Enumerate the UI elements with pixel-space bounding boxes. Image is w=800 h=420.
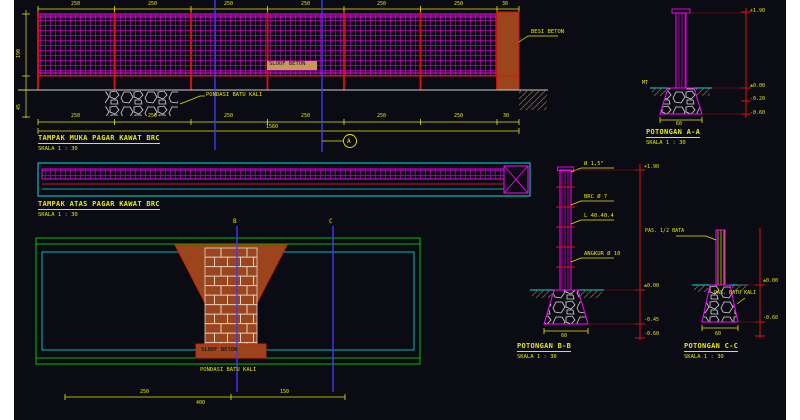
section-b-title: POTONGAN B-B bbox=[517, 342, 572, 352]
level-b-4: -0.60 bbox=[644, 331, 660, 337]
dim-c-width: 60 bbox=[715, 331, 722, 337]
dim-bay-b1: 250 bbox=[71, 113, 81, 119]
dim-bay-b6: 250 bbox=[454, 113, 464, 119]
pas-batu-kali-label: PAS. BATU KALI bbox=[714, 290, 757, 296]
dim-bay-b2: 250 bbox=[148, 113, 158, 119]
level-b-3: -0.45 bbox=[644, 317, 660, 323]
level-b-1: +1.90 bbox=[644, 164, 660, 170]
dim-bay-b5: 250 bbox=[377, 113, 387, 119]
callout-c-left: PAS. 1/2 BATA bbox=[645, 228, 685, 234]
pondasi-label: PONDASI BATU KALI bbox=[206, 92, 263, 98]
callout-b-3: L 40.40.4 bbox=[584, 213, 614, 219]
besi-beton-label: BESI BETON bbox=[531, 29, 565, 35]
front-view-linework bbox=[18, 0, 558, 152]
callout-b-1: Ø 1,5" bbox=[584, 161, 604, 167]
level-a-4: -0.60 bbox=[750, 110, 766, 116]
section-marker-a: A bbox=[347, 138, 351, 145]
dim-bay-4: 250 bbox=[301, 1, 311, 7]
level-a-3: -0.20 bbox=[750, 96, 766, 102]
section-a-title: POTONGAN A-A bbox=[646, 128, 701, 138]
top-view-linework bbox=[37, 162, 531, 197]
sloof-beton-label: SLOOF BETON bbox=[267, 61, 308, 68]
mt-label: MT bbox=[642, 80, 649, 86]
page-margin-left bbox=[0, 0, 14, 420]
dim-left-footing: 45 bbox=[16, 103, 22, 110]
dim-total: 1560 bbox=[266, 124, 279, 130]
dim-left-mesh: 190 bbox=[16, 48, 22, 58]
detail-dim-total: 400 bbox=[196, 400, 206, 406]
section-c-scale: SKALA 1 : 30 bbox=[684, 354, 724, 360]
detail-view-linework bbox=[35, 226, 421, 400]
level-c-2: -0.60 bbox=[763, 315, 779, 321]
section-c-linework bbox=[676, 228, 765, 338]
dim-bay-1: 250 bbox=[71, 1, 81, 7]
level-a-1: +1.90 bbox=[750, 8, 766, 14]
dim-bay-2: 250 bbox=[148, 1, 158, 7]
detail-dim-right: 150 bbox=[280, 389, 290, 395]
marker-b: B bbox=[233, 218, 237, 225]
marker-c: C bbox=[329, 218, 333, 225]
section-b-linework bbox=[530, 164, 645, 340]
dim-bay-b4: 250 bbox=[301, 113, 311, 119]
detail-sloof-label: SLOOF BETON bbox=[201, 347, 238, 353]
callout-b-2: BRC Ø 7 bbox=[584, 194, 608, 200]
top-view-scale: SKALA 1 : 30 bbox=[38, 212, 78, 218]
front-view-scale: SKALA 1 : 30 bbox=[38, 146, 78, 152]
level-c-1: ±0.00 bbox=[763, 278, 779, 284]
top-view-title: TAMPAK ATAS PAGAR KAWAT BRC bbox=[38, 200, 160, 210]
level-b-2: ±0.00 bbox=[644, 283, 660, 289]
dim-pillar-top: 30 bbox=[502, 1, 509, 7]
dim-bay-5: 250 bbox=[377, 1, 387, 7]
section-a-scale: SKALA 1 : 30 bbox=[646, 140, 686, 146]
dim-bay-3: 250 bbox=[224, 1, 234, 7]
page-margin-right bbox=[786, 0, 800, 420]
level-a-2: ±0.00 bbox=[750, 83, 766, 89]
front-view-title: TAMPAK MUKA PAGAR KAWAT BRC bbox=[38, 134, 160, 144]
section-a-linework bbox=[650, 8, 751, 123]
dim-bay-6: 250 bbox=[454, 1, 464, 7]
dim-b-width: 60 bbox=[561, 333, 568, 339]
detail-dim-left: 250 bbox=[140, 389, 150, 395]
section-c-title: POTONGAN C-C bbox=[684, 342, 739, 352]
callout-b-4: ANGKUR Ø 10 bbox=[584, 251, 621, 257]
dim-pillar-bottom: 30 bbox=[503, 113, 510, 119]
section-b-scale: SKALA 1 : 30 bbox=[517, 354, 557, 360]
detail-pondasi-label: PONDASI BATU KALI bbox=[200, 367, 257, 373]
dim-a-width: 60 bbox=[676, 121, 683, 127]
dim-bay-b3: 250 bbox=[224, 113, 234, 119]
